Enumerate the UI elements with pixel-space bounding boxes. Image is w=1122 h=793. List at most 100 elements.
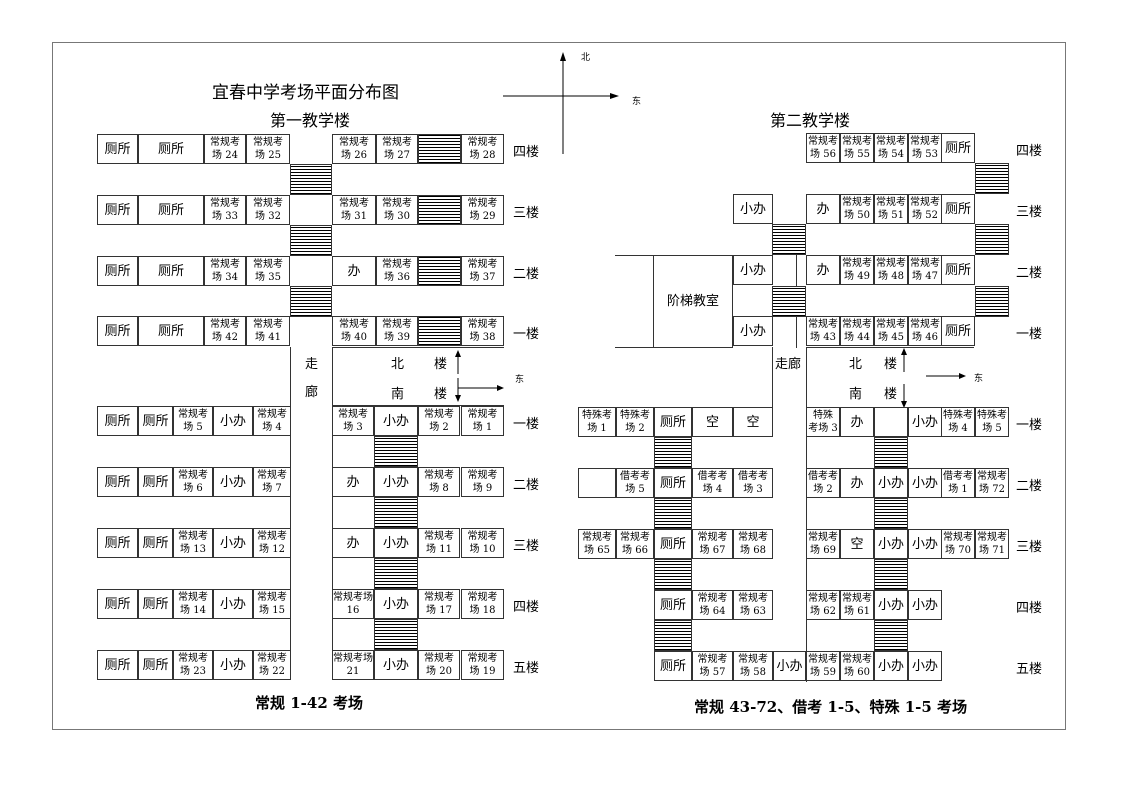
room-label: 常规考 场 43	[808, 319, 838, 343]
room-label: 厕所	[104, 141, 131, 157]
stairwell	[418, 316, 461, 346]
stairwell	[654, 559, 692, 590]
room-label: 常规考 场 64	[697, 593, 728, 617]
north-building-label: 楼	[434, 357, 448, 372]
floor-label: 四楼	[513, 600, 540, 615]
south-building-label: 楼	[434, 387, 448, 402]
room-b1s5-2: 常规考 场 23	[173, 650, 213, 680]
room-label: 常规考 场 39	[382, 319, 412, 343]
room-b1n3-4: 常规考 场 31	[332, 195, 376, 225]
building-2-corridor-line	[772, 347, 773, 407]
room-b1s4-7: 常规考 场 17	[418, 589, 460, 619]
room-b1n1-0: 厕所	[97, 316, 138, 346]
room-label: 常规考 场 9	[467, 470, 498, 494]
room-label: 小办	[877, 658, 904, 674]
room-label: 常规考 场 44	[842, 319, 872, 343]
room-label: 常规考 场 55	[842, 136, 872, 160]
room-label: 厕所	[157, 263, 184, 279]
room-label: 常规考 场 15	[257, 592, 287, 616]
room-b2s5-7: 小办	[908, 651, 942, 681]
room-b1s3-1: 厕所	[138, 528, 173, 558]
building-2-name: 第二教学楼	[770, 111, 851, 130]
room-label: 小办	[382, 413, 409, 429]
room-b1s1-5: 常规考 场 3	[332, 406, 374, 436]
room-b2s3-0: 常规考 场 65	[578, 529, 616, 559]
lecture-hall: 阶梯教室	[653, 255, 733, 348]
room-b2n4-0: 常规考 场 56	[806, 133, 840, 163]
room-label: 小办	[382, 657, 409, 673]
room-label: 常规考 场 58	[738, 654, 768, 678]
room-label: 厕所	[142, 413, 169, 429]
room-b2s1-2: 厕所	[654, 407, 692, 437]
room-label: 厕所	[659, 414, 686, 430]
map-title: 宜春中学考场平面分布图	[212, 83, 399, 103]
room-label: 常规考 场 42	[210, 319, 240, 343]
room-b1n2-4: 办	[332, 256, 376, 286]
room-b2s5-1: 常规考 场 57	[692, 651, 733, 681]
room-b2s3-9: 常规考 场 70	[941, 529, 975, 559]
room-label: 小办	[911, 536, 938, 552]
room-label: 借考考 场 5	[620, 471, 650, 495]
room-label: 常规考 场 63	[738, 593, 768, 617]
room-b2s4-3: 常规考 场 62	[806, 590, 840, 620]
room-label: 厕所	[142, 474, 169, 490]
south-building-label: 南	[849, 387, 863, 402]
room-b1n1-6: 常规考 场 38	[461, 316, 504, 346]
stairwell	[874, 498, 908, 529]
room-b2s3-8: 小办	[908, 529, 942, 559]
room-b1s1-2: 常规考 场 5	[173, 406, 213, 436]
building-1-compass-icon	[455, 350, 504, 402]
room-label: 常规考 场 51	[876, 197, 906, 221]
room-label: 借考考 场 4	[697, 471, 728, 495]
room-label: 空	[746, 414, 760, 430]
floor-label: 四楼	[1016, 601, 1043, 616]
room-label: 办	[347, 263, 361, 279]
room-label: 常规考 场 2	[424, 409, 454, 433]
room-b1s4-5: 常规考场 16	[332, 589, 374, 619]
room-label: 常规考 场 18	[467, 592, 498, 616]
room-b2s3-10: 常规考 场 71	[975, 529, 1009, 559]
room-label: 特殊考 场 1	[582, 410, 612, 434]
room-label: 常规考 场 50	[842, 197, 872, 221]
room-b2n1-5: 厕所	[941, 316, 975, 346]
floor-label: 四楼	[513, 145, 540, 160]
room-b1n2-6: 常规考 场 37	[461, 256, 504, 286]
room-label: 小办	[911, 597, 938, 613]
room-label: 常规考 场 54	[876, 136, 906, 160]
floor-label: 三楼	[1016, 540, 1043, 555]
room-b2n2-4: 常规考 场 47	[908, 255, 942, 285]
room-b1n1-1: 厕所	[138, 316, 204, 346]
room-label: 小办	[382, 535, 409, 551]
room-b2n1-0: 小办	[733, 316, 773, 346]
room-label: 厕所	[659, 536, 686, 552]
building-2-caption: 常规 43-72、借考 1-5、特殊 1-5 考场	[694, 698, 968, 716]
room-b1s3-2: 常规考 场 13	[173, 528, 213, 558]
room-b2s1-8: 小办	[908, 407, 942, 437]
room-label: 小办	[739, 323, 766, 339]
room-label: 厕所	[157, 202, 184, 218]
room-label: 常规考 场 37	[467, 259, 498, 283]
building-2-compass-icon	[901, 348, 966, 408]
compass-icon	[503, 52, 619, 154]
room-label: 小办	[877, 475, 904, 491]
room-b1s2-6: 小办	[374, 467, 418, 497]
room-label: 常规考 场 66	[620, 532, 650, 556]
room-label: 厕所	[104, 535, 131, 551]
room-b2s5-5: 常规考 场 60	[840, 651, 874, 681]
stairwell	[374, 619, 418, 650]
stairwell	[418, 256, 461, 286]
room-b1n2-5: 常规考 场 36	[376, 256, 418, 286]
room-label: 常规考 场 60	[842, 654, 872, 678]
room-b2n3-3: 常规考 场 51	[874, 194, 908, 224]
room-label: 小办	[219, 596, 246, 612]
room-b1n3-1: 厕所	[138, 195, 204, 225]
room-label: 常规考场 16	[333, 592, 373, 616]
room-b1s1-3: 小办	[213, 406, 253, 436]
building-1-corridor-line	[332, 347, 333, 680]
room-label: 厕所	[104, 413, 131, 429]
room-label: 办	[816, 262, 830, 278]
room-b2s2-4: 借考考 场 3	[733, 468, 773, 498]
room-b1s3-7: 常规考 场 11	[418, 528, 460, 558]
room-b2n1-4: 常规考 场 46	[908, 316, 942, 346]
floor-label: 五楼	[513, 661, 540, 676]
